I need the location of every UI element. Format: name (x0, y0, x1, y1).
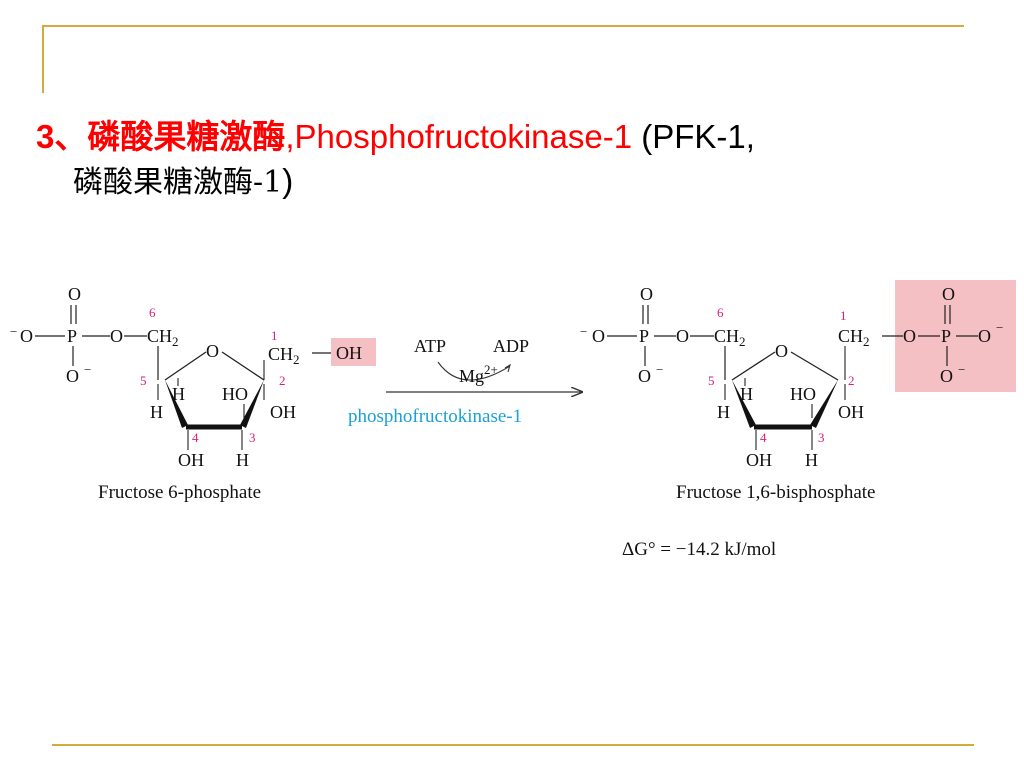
heading-cn-name: 、磷酸果糖激酶 (54, 117, 286, 156)
s-carbon-6-label: 6 (149, 305, 156, 320)
s-carbon-2-label: 2 (279, 373, 286, 388)
product-structure: O − O P O O − 6 CH2 O 5 1 2 3 4 H H H (580, 280, 1016, 560)
reaction-arrow-group: ATP ADP Mg2+ phosphofructokinase-1 (348, 336, 582, 427)
p-c3-h: H (805, 450, 818, 470)
p-r-p-atom: P (941, 326, 951, 346)
p-p-left-minus: − (580, 324, 587, 339)
p-p-left-o: O (592, 326, 605, 346)
s-c3-ho: HO (222, 384, 248, 404)
s-c2-oh: OH (270, 402, 296, 422)
heading-number: 3 (36, 118, 55, 155)
p-carbon-2-label: 2 (848, 373, 855, 388)
frame-left-line (42, 25, 44, 93)
heading-abbr: (PFK-1, (632, 118, 755, 155)
p-c5-h: H (740, 384, 753, 404)
s-ch2-c6: CH2 (147, 326, 179, 349)
s-ring-o: O (206, 341, 219, 361)
p-c1-ch2: CH2 (838, 326, 870, 349)
p-ch2-c6: CH2 (714, 326, 746, 349)
s-c5-h: H (172, 384, 185, 404)
p-carbon-6-label: 6 (717, 305, 724, 320)
s-p-top-o: O (68, 284, 81, 304)
p-r-o-link: O (903, 326, 916, 346)
p-c4-oh: OH (746, 450, 772, 470)
p-r-top-o: O (942, 284, 955, 304)
s-c3-h: H (236, 450, 249, 470)
p-p-atom: P (639, 326, 649, 346)
frame-top-line (42, 25, 964, 27)
s-oh-highlight (331, 338, 376, 366)
s-p-right-o: O (110, 326, 123, 346)
s-carbon-3-label: 3 (249, 430, 256, 445)
enzyme-label: phosphofructokinase-1 (348, 406, 522, 427)
s-c4-oh: OH (178, 450, 204, 470)
s-p-left-o: O (20, 326, 33, 346)
product-name: Fructose 1,6-bisphosphate (676, 482, 875, 503)
s-c5-h-down: H (150, 402, 163, 422)
cofactor-in-label: ATP (414, 336, 446, 356)
s-carbon-5-label: 5 (140, 373, 147, 388)
heading-close-paren: ) (282, 162, 294, 199)
p-phosphate-highlight (895, 280, 1016, 392)
heading-en-name: ,Phosphofructokinase-1 (285, 118, 633, 155)
s-p-left-minus: − (10, 324, 17, 339)
p-p-right-o: O (676, 326, 689, 346)
substrate-structure: O − O P O O − 6 CH2 O 5 1 2 3 4 H H H (10, 284, 376, 503)
heading-cn-name-line2: 磷酸果糖激酶-1 (73, 165, 283, 200)
metal-label: Mg2+ (459, 362, 498, 386)
substrate-name: Fructose 6-phosphate (98, 482, 261, 503)
s-p-atom: P (67, 326, 77, 346)
p-carbon-4-label: 4 (760, 430, 767, 445)
p-carbon-3-label: 3 (818, 430, 825, 445)
reaction-diagram: O − O P O O − 6 CH2 O 5 1 2 3 4 H H H (10, 280, 1016, 560)
s-carbon-4-label: 4 (192, 430, 199, 445)
p-c2-oh: OH (838, 402, 864, 422)
p-ring-o: O (775, 341, 788, 361)
cofactor-out-label: ADP (493, 336, 529, 356)
s-c1-oh: OH (336, 343, 362, 363)
p-carbon-1-label: 1 (840, 308, 847, 323)
p-p-top-o: O (640, 284, 653, 304)
p-r-bottom-o: O (940, 366, 953, 386)
frame-bottom-line (52, 744, 974, 746)
slide-heading: 3、磷酸果糖激酶,Phosphofructokinase-1 (PFK-1, 磷… (36, 118, 996, 202)
heading-line2: 磷酸果糖激酶-1) (36, 162, 996, 202)
s-carbon-1-label: 1 (271, 328, 278, 343)
delta-g-value: ΔG° = −14.2 kJ/mol (622, 539, 776, 560)
cofactor-curve (437, 361, 511, 381)
p-carbon-5-label: 5 (708, 373, 715, 388)
p-c3-ho: HO (790, 384, 816, 404)
p-r-bottom-minus: − (958, 362, 965, 377)
p-p-bottom-minus: − (656, 362, 663, 377)
s-c1-ch2: CH2 (268, 344, 300, 367)
s-p-bottom-minus: − (84, 362, 91, 377)
p-p-bottom-o: O (638, 366, 651, 386)
p-r-right-o: O (978, 326, 991, 346)
p-r-right-minus: − (996, 320, 1003, 335)
p-c5-h-down: H (717, 402, 730, 422)
s-p-bottom-o: O (66, 366, 79, 386)
